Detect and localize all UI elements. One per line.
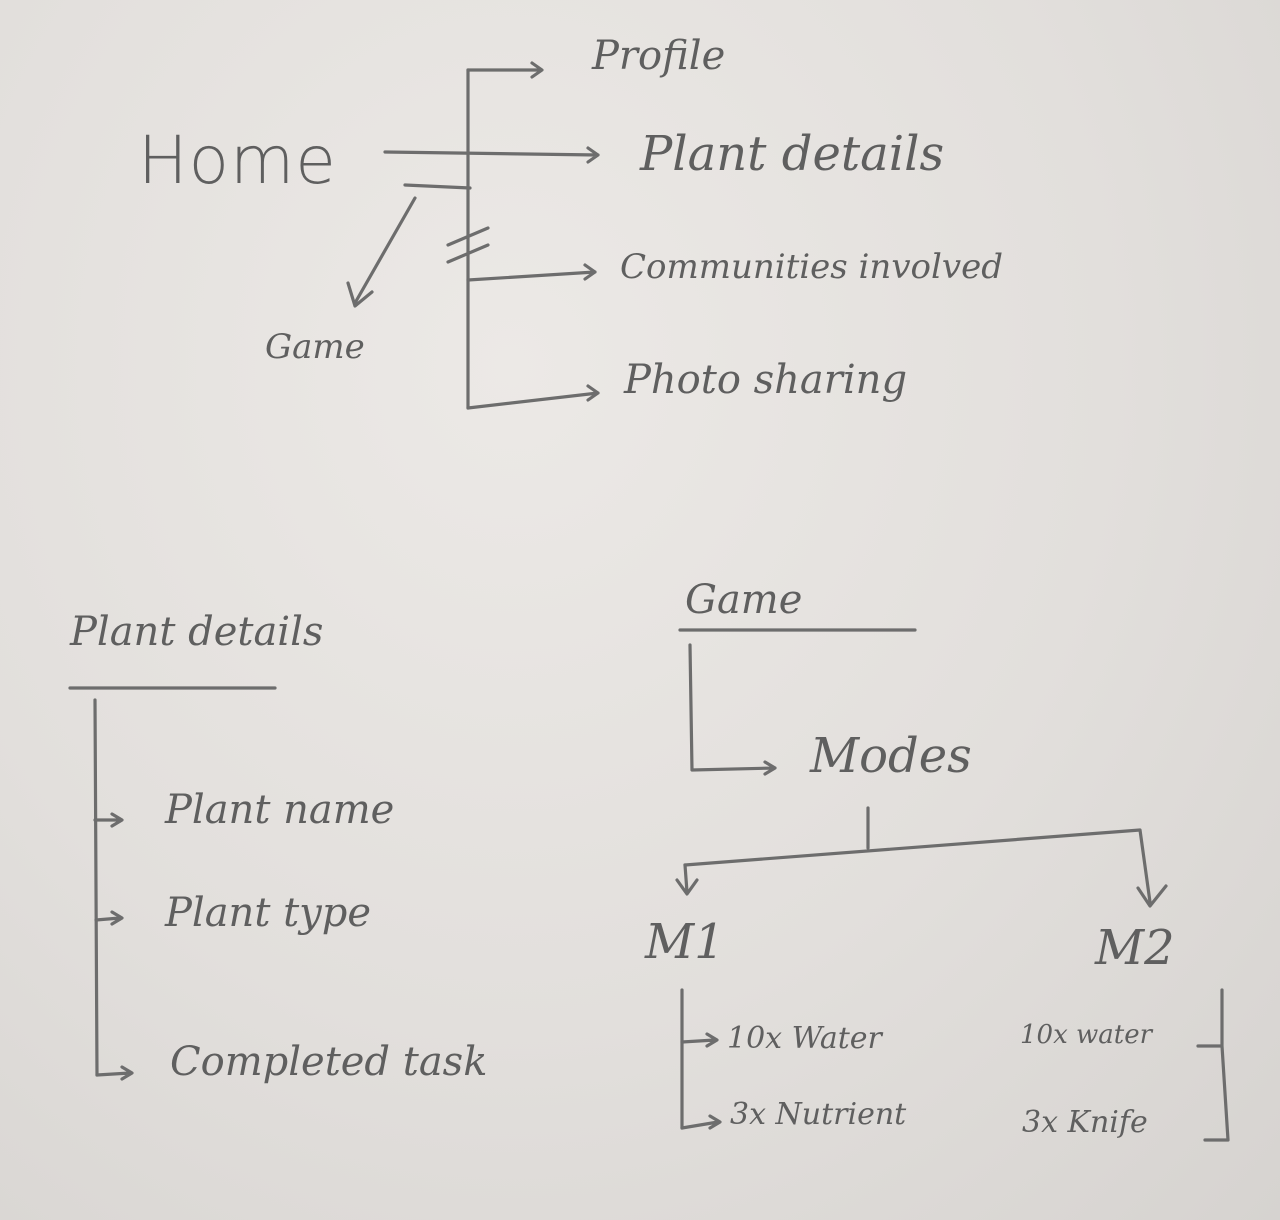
m1-connector-water xyxy=(680,1032,719,1048)
branch-photo-sharing: Photo sharing xyxy=(624,357,908,403)
m1-connector-nutrient xyxy=(680,1114,722,1130)
plant-details-title: Plant details xyxy=(70,609,324,655)
plant-details-trunk xyxy=(93,698,99,1077)
home-connector-game xyxy=(346,196,417,308)
home-connector-ticks xyxy=(446,226,490,264)
mode-m2-label: M2 xyxy=(1095,920,1175,976)
m2-item-water: 10x water xyxy=(1020,1020,1153,1050)
home-connector-photo-sharing xyxy=(466,384,600,410)
game-title: Game xyxy=(685,577,803,623)
m1-item-nutrient: 3x Nutrient xyxy=(730,1097,907,1132)
m2-item-knife: 3x Knife xyxy=(1022,1105,1148,1140)
home-connector-communities xyxy=(466,263,597,282)
branch-game: Game xyxy=(265,327,365,367)
home-connector-profile xyxy=(466,61,544,79)
branch-profile: Profile xyxy=(592,33,726,79)
home-connector-plant-details xyxy=(383,146,600,164)
plant-details-connector-type xyxy=(94,910,124,926)
m2-connector-bracket xyxy=(1196,988,1230,1142)
modes-arrow-m2 xyxy=(1136,884,1168,908)
completed-task-item: Completed task xyxy=(170,1039,488,1085)
plant-details-connector-name xyxy=(93,812,124,828)
modes-bus xyxy=(683,828,1152,904)
plant-type-item: Plant type xyxy=(165,890,372,936)
branch-plant-details: Plant details xyxy=(640,126,945,182)
branch-communities-involved: Communities involved xyxy=(620,247,1003,287)
mode-m1-label: M1 xyxy=(645,914,725,970)
plant-name-item: Plant name xyxy=(165,787,395,833)
modes-label: Modes xyxy=(810,728,972,784)
modes-arrow-m1 xyxy=(675,863,699,896)
m1-item-water: 10x Water xyxy=(727,1021,882,1056)
home-label: Home xyxy=(138,122,337,199)
home-connector-extra xyxy=(403,183,472,190)
game-trunk xyxy=(688,643,777,776)
plant-details-connector-task xyxy=(95,1065,134,1081)
